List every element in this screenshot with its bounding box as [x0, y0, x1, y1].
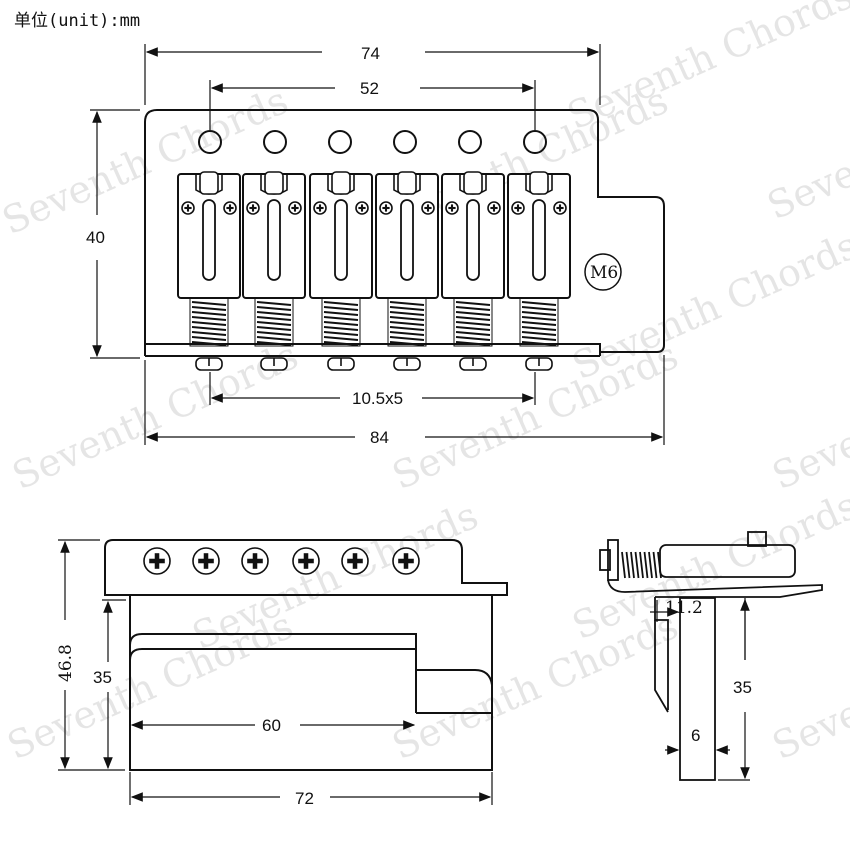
dimension-74: 74: [361, 44, 380, 63]
height-screw-icon: [421, 201, 435, 215]
m6-screw-circle: [584, 253, 622, 291]
dimension-46-8: 46.8: [56, 644, 76, 682]
intonation-spring: [191, 301, 227, 346]
dimension-spacing: 10.5x5: [352, 389, 403, 408]
watermark: Seventh Chords: [766, 603, 850, 768]
saddle: [177, 171, 241, 371]
intonation-spring: [389, 301, 425, 346]
mounting-screw-icon: [392, 547, 420, 575]
height-screw-icon: [223, 201, 237, 215]
height-screw-icon: [355, 201, 369, 215]
side-saddle: [659, 544, 796, 578]
dimension-35-side: 35: [733, 678, 752, 697]
side-screw-head: [607, 539, 619, 581]
height-screw-icon: [379, 201, 393, 215]
unit-label: 单位(unit):mm: [14, 11, 141, 31]
saddle: [309, 171, 373, 371]
saddles: [177, 171, 571, 371]
front-view-dimensions: [58, 539, 493, 805]
mounting-hole: [458, 130, 482, 154]
height-screw-icon: [445, 201, 459, 215]
dimension-35-front: 35: [93, 668, 112, 687]
mounting-screw-icon: [341, 547, 369, 575]
top-view-dimensions: [90, 44, 665, 445]
watermark: Seventh Chords: [561, 0, 850, 138]
mounting-screw-icon: [143, 547, 171, 575]
intonation-spring: [455, 301, 491, 346]
front-screws: [143, 547, 420, 575]
watermarks: Seventh Chords Seventh Chords Seventh Ch…: [0, 0, 850, 768]
front-view: [104, 539, 508, 771]
side-block: [679, 597, 716, 781]
dimension-72: 72: [295, 789, 314, 808]
dimension-84: 84: [370, 428, 389, 447]
watermark: Seventh Chords: [386, 603, 685, 768]
dimension-11-2: 11.2: [665, 598, 703, 618]
dimension-40: 40: [86, 228, 105, 247]
mounting-hole: [198, 130, 222, 154]
mounting-holes: [198, 130, 547, 154]
top-view: [144, 109, 665, 371]
mounting-screw-icon: [192, 547, 220, 575]
side-view-dimensions: [650, 598, 750, 781]
watermark: Seventh Chords: [761, 63, 850, 228]
watermark: Seventh Chords: [766, 333, 850, 498]
intonation-spring: [256, 301, 292, 346]
saddle: [441, 171, 505, 371]
side-view: [599, 531, 823, 781]
saddle: [507, 171, 571, 371]
height-screw-icon: [246, 201, 260, 215]
height-screw-icon: [487, 201, 501, 215]
dimension-6: 6: [691, 726, 700, 745]
height-screw-icon: [511, 201, 525, 215]
saddle: [242, 171, 306, 371]
dimension-52: 52: [360, 79, 379, 98]
mounting-hole: [523, 130, 547, 154]
watermark: Seventh Chords: [566, 223, 850, 388]
height-screw-icon: [181, 201, 195, 215]
m6-label: M6: [590, 263, 618, 283]
height-screw-icon: [313, 201, 327, 215]
dimension-60: 60: [262, 716, 281, 735]
mounting-hole: [328, 130, 352, 154]
watermark: Seventh Chords: [1, 603, 300, 768]
saddle: [375, 171, 439, 371]
height-screw-icon: [553, 201, 567, 215]
front-top-plate: [104, 539, 508, 596]
height-screw-icon: [288, 201, 302, 215]
mounting-hole: [263, 130, 287, 154]
mounting-hole: [393, 130, 417, 154]
mounting-screw-icon: [292, 547, 320, 575]
intonation-spring: [323, 301, 359, 346]
mounting-screw-icon: [241, 547, 269, 575]
watermark: Seventh Chords: [6, 333, 305, 498]
intonation-spring: [521, 301, 557, 346]
baseplate-outline: [144, 109, 665, 356]
